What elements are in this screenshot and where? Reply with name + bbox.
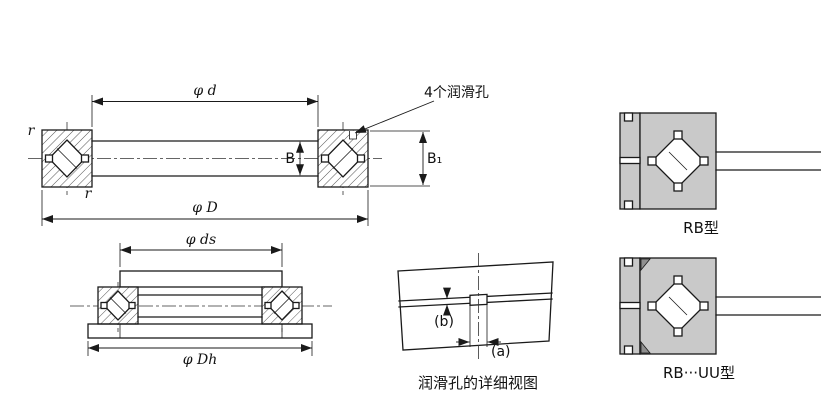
- rb-spacer-top: [673, 130, 683, 140]
- mounted-right-roller-axis: [273, 297, 291, 314]
- dim-label-width1: B₁: [427, 151, 442, 167]
- right-spacer-b: [356, 154, 366, 163]
- rbuu-roller-axis: [668, 296, 688, 316]
- rb-strip-notch-top: [623, 112, 634, 122]
- rbuu-spacer-bottom: [673, 327, 683, 337]
- rb-type-caption: RB型: [683, 219, 719, 237]
- left-spacer-a: [44, 154, 54, 163]
- detail-band-top-right: [486, 292, 553, 298]
- lube-hole-outline: [349, 131, 357, 140]
- rb-type-view: RB型: [619, 112, 821, 237]
- rbuu-strip-split: [619, 301, 641, 310]
- lube-hole: [349, 130, 357, 139]
- left-spacer-b: [80, 154, 90, 163]
- dim-label-width: B: [285, 151, 295, 167]
- rbuu-spacer-right: [699, 301, 709, 311]
- rb-strip-split: [619, 156, 641, 165]
- rb-roller-axis: [668, 151, 688, 171]
- lube-leader-line: [354, 100, 435, 134]
- rbuu-seal-bottom: [640, 340, 651, 354]
- lube-hole-detail-view: (b) (a) 润滑孔的详细视图: [397, 253, 554, 392]
- mounted-right-spacer-b: [292, 301, 300, 310]
- mounted-right-spacer-a: [264, 301, 272, 310]
- dim-label-housing: φ Dh: [183, 352, 218, 368]
- detail-band-bottom-right: [486, 298, 553, 304]
- rb-strip-notch-bottom: [623, 200, 634, 210]
- rb-spacer-right: [699, 156, 709, 166]
- rb-spacer-left: [647, 156, 657, 166]
- rbuu-strip-notch-bottom: [623, 345, 634, 355]
- rb-uu-type-caption: RB···UU型: [663, 364, 735, 382]
- dim-label-shaft: φ ds: [186, 232, 216, 248]
- dim-label-outer: φ D: [192, 200, 217, 216]
- detail-band-top-left: [398, 296, 471, 302]
- mounted-left-spacer-a: [100, 301, 108, 310]
- radius-label-inner: r: [85, 186, 93, 202]
- rbuu-spacer-left: [647, 301, 657, 311]
- shaft-step-band: [119, 270, 283, 288]
- mounted-left-spacer-b: [128, 301, 136, 310]
- rbuu-seal-top: [640, 258, 651, 272]
- radius-label-outer: r: [28, 123, 36, 139]
- lube-detail-caption: 润滑孔的详细视图: [418, 374, 538, 392]
- mounted-left-roller-axis: [109, 297, 127, 314]
- rbuu-strip-notch-top: [623, 257, 634, 267]
- rbuu-spacer-top: [673, 275, 683, 285]
- dim-label-diameter: (a): [491, 344, 511, 360]
- detail-band-bottom-left: [398, 302, 471, 308]
- front-section-view: φ d φ D B B₁ 4个润滑孔 r r: [28, 83, 489, 226]
- mounted-section-view: φ ds φ Dh: [70, 232, 332, 368]
- right-roller-axis: [332, 148, 354, 169]
- dim-label-depth: (b): [434, 314, 454, 330]
- left-roller-axis: [56, 148, 78, 169]
- right-spacer-a: [320, 154, 330, 163]
- detail-plate-outline: [397, 261, 554, 351]
- housing-flange-band: [87, 323, 313, 339]
- rb-spacer-bottom: [673, 182, 683, 192]
- dim-label-bore: φ d: [193, 83, 216, 99]
- rb-uu-type-view: RB···UU型: [619, 257, 821, 382]
- lube-holes-note: 4个润滑孔: [424, 84, 489, 101]
